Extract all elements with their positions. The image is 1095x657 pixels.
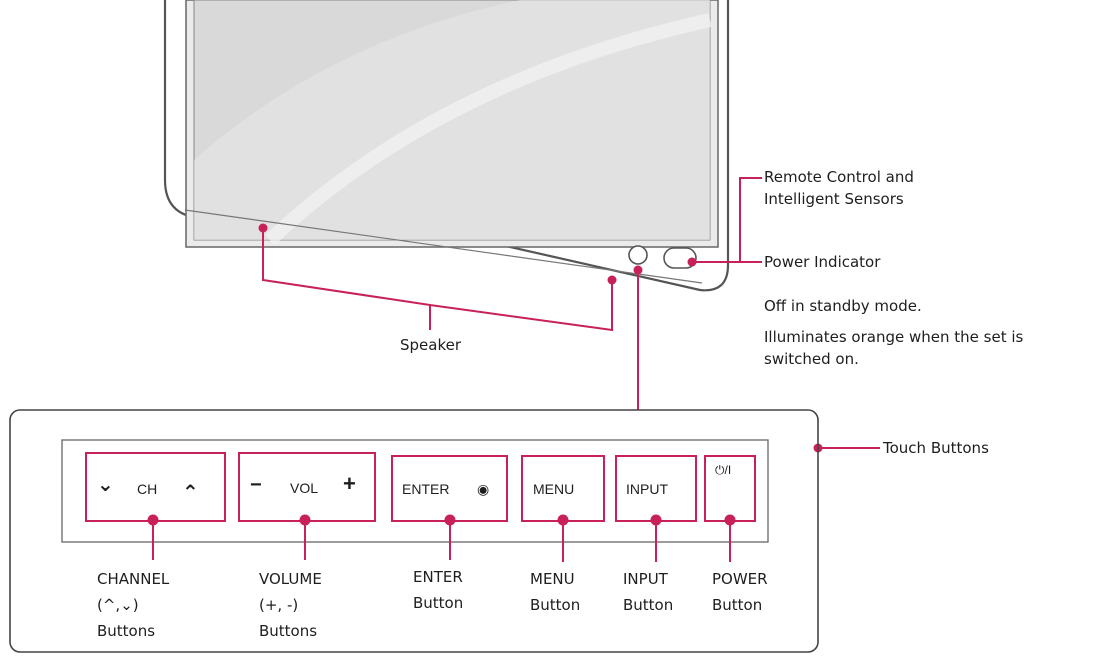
power-caption: POWER Button xyxy=(712,570,768,614)
chevron-down-icon: ⌄ xyxy=(97,474,114,496)
input-face-label: INPUT xyxy=(626,481,668,497)
bezel-bottom-edge xyxy=(184,209,703,284)
power-note-orange: Illuminates orange when the set is switc… xyxy=(764,328,1024,368)
menu-caption: MENU Button xyxy=(530,570,581,614)
speaker-label: Speaker xyxy=(400,336,462,354)
speaker-leader xyxy=(258,223,617,332)
volume-face-label: VOL xyxy=(290,480,319,496)
channel-caption: CHANNEL (^,⌄) Buttons xyxy=(97,570,170,640)
menu-button-frame xyxy=(521,455,605,522)
power-icon: ⏻/I xyxy=(715,463,732,477)
input-caption: INPUT Button xyxy=(623,570,674,614)
enter-dot-icon: ◉ xyxy=(477,481,490,497)
volume-button-frame xyxy=(238,452,376,522)
remote-sensor-label: Remote Control and Intelligent Sensors xyxy=(764,168,914,208)
tv-screen xyxy=(185,0,719,248)
power-note-standby: Off in standby mode. xyxy=(764,297,922,315)
power-indicator-leader xyxy=(687,257,762,267)
remote-sensor-leader xyxy=(739,177,762,262)
input-button-frame xyxy=(615,455,697,522)
button-strip xyxy=(61,439,769,543)
button-leaders xyxy=(147,514,736,562)
chevron-up-icon: ⌃ xyxy=(182,482,199,504)
sensor-circle-icon xyxy=(628,245,648,265)
enter-button-frame xyxy=(391,455,508,522)
volume-caption: VOLUME (+, -) Buttons xyxy=(259,570,322,640)
touch-buttons-leader xyxy=(813,443,880,453)
enter-caption: ENTER Button xyxy=(413,568,464,612)
menu-face-label: MENU xyxy=(533,481,575,497)
plus-icon: + xyxy=(343,471,356,496)
touch-buttons-label: Touch Buttons xyxy=(883,439,989,457)
enter-face-label: ENTER xyxy=(402,481,450,497)
touch-panel-leader xyxy=(633,265,643,410)
zoom-panel xyxy=(9,409,819,653)
power-indicator-label: Power Indicator xyxy=(764,253,881,271)
minus-icon: − xyxy=(250,474,262,496)
channel-face-label: CH xyxy=(137,481,158,497)
channel-button-frame xyxy=(85,452,226,522)
